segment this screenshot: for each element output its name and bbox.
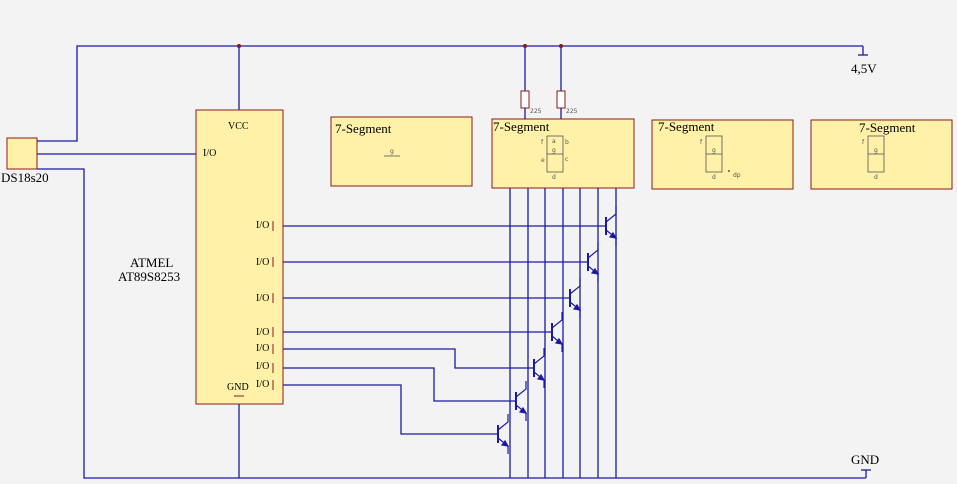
- mcu-io-input-label: I/O: [203, 148, 217, 159]
- mcu-io-pin-label: I/O: [256, 343, 270, 354]
- resistor-r1-value: 225: [530, 108, 542, 115]
- npn-transistor-q6: [515, 381, 528, 421]
- mcu-pin-stubs: [234, 109, 274, 397]
- segment-letter-g: g: [390, 148, 394, 155]
- segment-letter-f: f: [862, 139, 865, 146]
- seven-segment-display-4[interactable]: [810, 119, 953, 190]
- resistor-r2-value: 225: [566, 108, 578, 115]
- ds18s20-sensor[interactable]: [6, 137, 38, 170]
- mcu-model-label: AT89S8253: [118, 269, 181, 284]
- vcc-rail: [37, 45, 863, 142]
- mcu-vcc-pin-label: VCC: [228, 121, 249, 132]
- gnd-rail: [37, 168, 866, 479]
- segment-glyphs: [384, 135, 885, 173]
- segment-letter-a: a: [552, 138, 556, 145]
- npn-transistor-q3: [569, 278, 582, 318]
- segment-letter-d: d: [874, 174, 878, 181]
- npn-transistor-q5: [533, 348, 546, 388]
- mcu-io-pin-label: I/O: [256, 379, 270, 390]
- npn-transistor-q1: [605, 206, 618, 246]
- seven-segment-display-3[interactable]: [651, 119, 794, 190]
- segment-letter-dp: dp: [733, 172, 741, 179]
- vcc-power-label: 4,5V: [851, 61, 877, 76]
- mcu-io-pin-label: I/O: [256, 327, 270, 338]
- segment-letter-g: g: [552, 147, 556, 154]
- seven-segment-display-1[interactable]: [330, 116, 473, 187]
- npn-transistor-q7: [497, 414, 510, 454]
- mcu-io-pin-label: I/O: [256, 293, 270, 304]
- segment-letter-e: e: [541, 157, 545, 164]
- segment-letter-d: d: [712, 174, 716, 181]
- mcu-io-pin-label: I/O: [256, 361, 270, 372]
- display-1-label: 7-Segment: [335, 121, 392, 136]
- segment-letter-f: f: [541, 139, 544, 146]
- segment-letter-f: f: [700, 139, 703, 146]
- display-3-label: 7-Segment: [658, 119, 715, 134]
- mcu-gnd-pin-label: GND: [227, 382, 249, 393]
- segment-letter-g: g: [712, 147, 716, 154]
- junctions: [237, 44, 563, 48]
- segment-letter-b: b: [565, 139, 569, 146]
- segment-letter-c: c: [565, 156, 569, 163]
- segment-letter-d: d: [552, 174, 556, 181]
- segment-letter-g: g: [874, 147, 878, 154]
- resistor-r2: [556, 90, 566, 109]
- mcu-chip[interactable]: [195, 109, 284, 405]
- display-4-label: 7-Segment: [859, 120, 916, 135]
- npn-transistor-q4: [551, 312, 564, 352]
- resistor-r1: [520, 90, 530, 109]
- mcu-io-pin-label: I/O: [256, 257, 270, 268]
- mcu-io-pin-label: I/O: [256, 220, 270, 231]
- wires: [37, 45, 871, 479]
- gnd-power-label: GND: [851, 452, 880, 467]
- sensor-label: DS18s20: [1, 170, 49, 185]
- mcu-brand-label: ATMEL: [130, 255, 174, 270]
- npn-transistor-q2: [587, 242, 600, 282]
- display-2-label: 7-Segment: [493, 119, 550, 134]
